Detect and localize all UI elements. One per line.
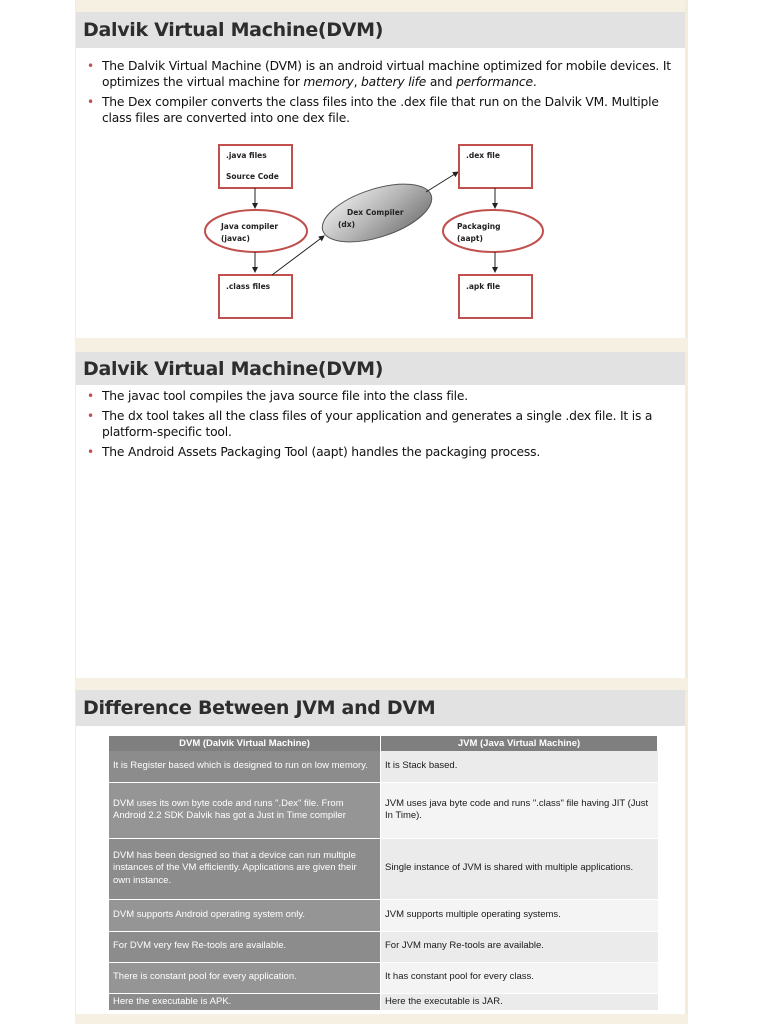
- table-cell-jvm: Single instance of JVM is shared with mu…: [380, 838, 658, 900]
- dex-file-label: .dex file: [466, 151, 500, 160]
- slide-title: Difference Between JVM and DVM: [83, 697, 436, 719]
- table-cell-jvm: For JVM many Re-tools are available.: [380, 931, 658, 963]
- table-header-dvm: DVM (Dalvik Virtual Machine): [109, 736, 381, 751]
- table-header-row: DVM (Dalvik Virtual Machine) JVM (Java V…: [109, 736, 658, 751]
- bullet-text: The javac tool compiles the java source …: [102, 389, 468, 403]
- slide-1: Dalvik Virtual Machine(DVM) • The Dalvik…: [75, 0, 688, 338]
- slide-title-bar: Dalvik Virtual Machine(DVM): [76, 352, 685, 385]
- bullet-list: • The javac tool compiles the java sourc…: [76, 388, 685, 460]
- bullet-text-end: .: [532, 75, 537, 89]
- dex-compiler-node: [321, 183, 433, 243]
- bullet-text: The dx tool takes all the class files of…: [102, 409, 653, 439]
- bullet-separator: ,: [353, 75, 361, 89]
- arrow-class-to-dex-compiler: [271, 235, 325, 276]
- bullet-dot-icon: •: [87, 95, 94, 109]
- bullet-dot-icon: •: [87, 59, 94, 73]
- apk-file-box: [458, 274, 533, 319]
- table-row: It is Register based which is designed t…: [109, 751, 658, 783]
- arrow-dex-compiler-to-dex: [425, 171, 459, 193]
- slide-gap: [75, 338, 688, 352]
- class-files-label: .class files: [226, 282, 271, 291]
- table-cell-dvm: Here the executable is APK.: [109, 993, 381, 1011]
- table-header-jvm: JVM (Java Virtual Machine): [380, 736, 658, 751]
- emphasis-performance: performance: [456, 75, 533, 89]
- bullet-item: • The Dalvik Virtual Machine (DVM) is an…: [86, 58, 671, 90]
- table-cell-dvm: There is constant pool for every applica…: [109, 962, 381, 994]
- slide-gap: [75, 678, 688, 692]
- table-cell-dvm: For DVM very few Re-tools are available.: [109, 931, 381, 963]
- bullet-text: The Android Assets Packaging Tool (aapt)…: [102, 445, 541, 459]
- java-files-label: .java files: [226, 151, 267, 160]
- bullet-text: The Dalvik Virtual Machine (DVM) is an a…: [102, 59, 671, 89]
- emphasis-battery-life: battery life: [361, 75, 427, 89]
- packaging-node: [442, 209, 544, 253]
- bullet-dot-icon: •: [87, 409, 94, 423]
- table-cell-jvm: It is Stack based.: [380, 751, 658, 783]
- dvm-build-diagram: .java files Source Code Java compiler (j…: [204, 144, 544, 319]
- packaging-label: Packaging: [457, 222, 501, 231]
- slide-2: Dalvik Virtual Machine(DVM) • The javac …: [75, 352, 688, 678]
- bullet-item: • The Android Assets Packaging Tool (aap…: [86, 444, 671, 460]
- source-code-label: Source Code: [226, 172, 279, 181]
- bullet-text: The Dex compiler converts the class file…: [102, 95, 659, 125]
- comparison-table: DVM (Dalvik Virtual Machine) JVM (Java V…: [109, 736, 658, 1011]
- emphasis-memory: memory: [303, 75, 354, 89]
- bullet-dot-icon: •: [87, 389, 94, 403]
- bullet-item: • The javac tool compiles the java sourc…: [86, 388, 671, 404]
- table-cell-dvm: DVM supports Android operating system on…: [109, 899, 381, 932]
- slide-title-bar: Dalvik Virtual Machine(DVM): [76, 12, 685, 48]
- aapt-label: (aapt): [457, 234, 483, 243]
- slide-3: Difference Between JVM and DVM DVM (Dalv…: [75, 690, 688, 1014]
- table-row: DVM has been designed so that a device c…: [109, 838, 658, 900]
- table-row: There is constant pool for every applica…: [109, 962, 658, 994]
- dex-compiler-label: Dex Compiler: [347, 208, 404, 217]
- bullet-item: • The dx tool takes all the class files …: [86, 408, 671, 440]
- slide-gap: [75, 1014, 688, 1024]
- slide-title: Dalvik Virtual Machine(DVM): [83, 357, 384, 380]
- bullet-list: • The Dalvik Virtual Machine (DVM) is an…: [76, 58, 685, 126]
- java-compiler-label: Java compiler: [220, 222, 278, 231]
- table-cell-jvm: Here the executable is JAR.: [380, 993, 658, 1011]
- javac-label: (javac): [221, 234, 250, 243]
- table-row: DVM supports Android operating system on…: [109, 899, 658, 932]
- table-row: For DVM very few Re-tools are available.…: [109, 931, 658, 963]
- slide-top-strip: [76, 0, 685, 12]
- bullet-separator: and: [426, 75, 457, 89]
- table-row: Here the executable is APK. Here the exe…: [109, 993, 658, 1011]
- class-files-box: [218, 274, 293, 319]
- slide-title: Dalvik Virtual Machine(DVM): [83, 19, 384, 41]
- table-cell-jvm: JVM supports multiple operating systems.: [380, 899, 658, 932]
- table-cell-dvm: DVM uses its own byte code and runs ".De…: [109, 782, 381, 839]
- slide-title-bar: Difference Between JVM and DVM: [76, 690, 685, 726]
- table-row: DVM uses its own byte code and runs ".De…: [109, 782, 658, 839]
- dex-file-box: [458, 144, 533, 189]
- java-files-box: [218, 144, 293, 189]
- dx-label: (dx): [338, 220, 355, 229]
- bullet-item: • The Dex compiler converts the class fi…: [86, 94, 671, 126]
- table-cell-dvm: DVM has been designed so that a device c…: [109, 838, 381, 900]
- table-cell-jvm: JVM uses java byte code and runs ".class…: [380, 782, 658, 839]
- table-cell-jvm: It has constant pool for every class.: [380, 962, 658, 994]
- java-compiler-node: [204, 209, 308, 253]
- table-cell-dvm: It is Register based which is designed t…: [109, 751, 381, 783]
- bullet-dot-icon: •: [87, 445, 94, 459]
- apk-file-label: .apk file: [466, 282, 500, 291]
